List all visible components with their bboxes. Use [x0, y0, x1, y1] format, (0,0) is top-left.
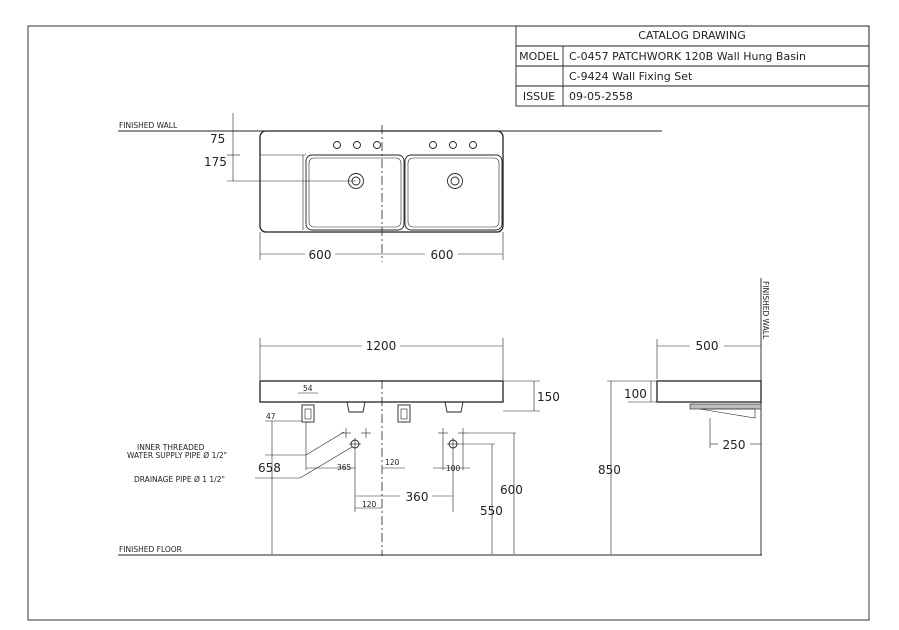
supply-marker-left	[341, 428, 371, 450]
model-label: MODEL	[519, 50, 560, 63]
dim-120-upper: 120	[385, 458, 400, 467]
title-block: CATALOG DRAWING MODEL C-0457 PATCHWORK 1…	[515, 25, 870, 107]
dim-75: 75	[210, 132, 225, 146]
dim-550: 550	[480, 504, 503, 518]
right-bowl	[404, 154, 503, 231]
dim-47: 47	[266, 412, 276, 421]
plan-view: FINISHED WALL 75 175 6	[118, 113, 662, 262]
dim-175: 175	[204, 155, 227, 169]
dim-365: 365	[337, 463, 352, 472]
dim-500: 500	[696, 339, 719, 353]
left-bowl	[305, 154, 405, 231]
dim-100-side: 100	[624, 387, 647, 401]
model-value: C-0457 PATCHWORK 120B Wall Hung Basin	[569, 50, 806, 63]
dim-120-lower: 120	[362, 500, 377, 509]
finished-wall-side-label: FINISHED WALL	[761, 281, 770, 340]
drawing-border	[27, 25, 870, 621]
tap-hole	[353, 141, 361, 149]
dim-250: 250	[723, 438, 746, 452]
tap-hole	[333, 141, 341, 149]
dim-150: 150	[537, 390, 560, 404]
water-supply-label-1: INNER THREADED	[137, 443, 205, 452]
drain-body-left	[346, 401, 366, 413]
title-heading: CATALOG DRAWING	[638, 29, 746, 42]
basin-side-profile	[656, 380, 762, 403]
drain-body-right	[444, 401, 464, 413]
finished-floor-label: FINISHED FLOOR	[119, 545, 182, 554]
drainage-label: DRAINAGE PIPE Ø 1 1/2"	[134, 475, 225, 484]
issue-label: ISSUE	[523, 90, 555, 103]
basin-plan-outline	[259, 130, 504, 233]
dim-54: 54	[303, 384, 313, 393]
finished-wall-label: FINISHED WALL	[119, 121, 178, 130]
issue-value: 09-05-2558	[569, 90, 633, 103]
water-supply-label-2: WATER SUPPLY PIPE Ø 1/2"	[127, 451, 227, 460]
tap-hole	[469, 141, 477, 149]
wall-bracket-right	[397, 404, 411, 423]
side-elevation: FINISHED WALL 500 100 850 250	[598, 278, 770, 555]
dim-658: 658	[258, 461, 281, 475]
wall-bracket-left	[301, 404, 315, 423]
tap-hole	[449, 141, 457, 149]
dim-1200: 1200	[366, 339, 397, 353]
fixing-set-value: C-9424 Wall Fixing Set	[569, 70, 693, 83]
dim-600-vertical: 600	[500, 483, 523, 497]
dim-360: 360	[406, 490, 429, 504]
fixing-bracket	[689, 403, 762, 410]
dim-600-right: 600	[431, 248, 454, 262]
drain-right	[447, 173, 463, 189]
dim-850: 850	[598, 463, 621, 477]
tap-hole	[429, 141, 437, 149]
supply-marker-right	[438, 428, 468, 450]
dim-600-left: 600	[309, 248, 332, 262]
basin-front-body	[259, 380, 504, 403]
tap-hole	[373, 141, 381, 149]
front-elevation: 1200 150 54 47	[127, 338, 560, 556]
